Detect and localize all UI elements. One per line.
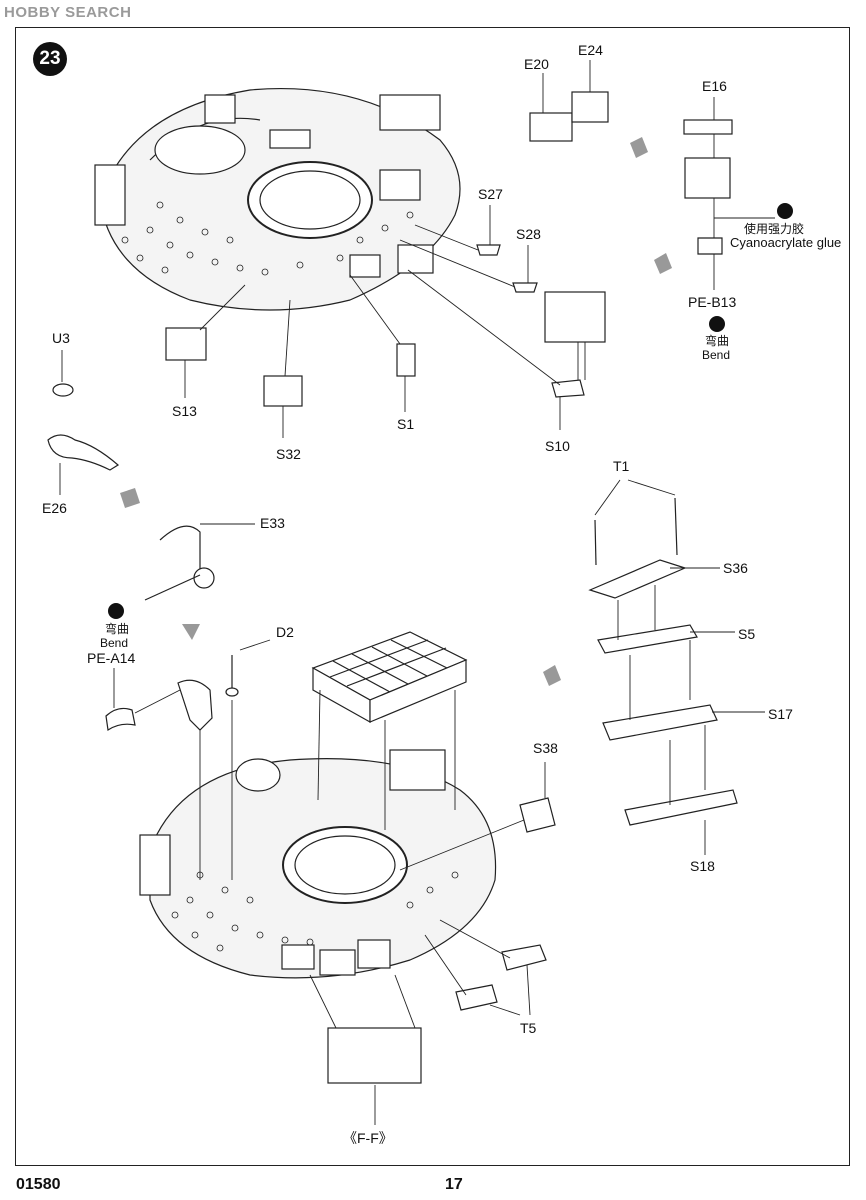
lower-leader-lines xyxy=(113,479,765,1125)
part-label-u3: U3 xyxy=(52,330,70,346)
upper-leader-lines xyxy=(59,60,775,495)
part-label-s17: S17 xyxy=(768,706,793,722)
part-label-t1: T1 xyxy=(613,458,630,474)
bend-icon xyxy=(108,603,124,619)
part-label-pe-a14: PE-A14 xyxy=(87,650,136,666)
bend-note-cn: 弯曲 xyxy=(705,334,730,348)
page-number: 17 xyxy=(445,1176,463,1193)
product-code: 01580 xyxy=(16,1176,61,1193)
part-label-s10: S10 xyxy=(545,438,570,454)
part-label-e26: E26 xyxy=(42,500,67,516)
bend-note-cn-lower: 弯曲 xyxy=(105,622,130,636)
watermark: HOBBY SEARCH xyxy=(4,4,132,21)
part-label-pe-b13: PE-B13 xyxy=(688,294,737,310)
part-label-s38: S38 xyxy=(533,740,558,756)
part-label-t5: T5 xyxy=(520,1020,537,1036)
part-label-f-f: 《F-F》 xyxy=(343,1130,393,1146)
upper-turret-illustration xyxy=(94,87,461,311)
glue-note-cn: 使用强力胶 xyxy=(744,222,805,236)
page-frame xyxy=(15,27,850,1166)
bend-note-en: Bend xyxy=(702,348,731,362)
part-label-s1: S1 xyxy=(397,416,415,432)
part-label-s27: S27 xyxy=(478,186,503,202)
part-label-e20: E20 xyxy=(524,56,549,72)
step-number-badge: 23 xyxy=(33,42,67,76)
part-label-s28: S28 xyxy=(516,226,541,242)
glue-note-en: Cyanoacrylate glue xyxy=(730,235,842,250)
part-label-s18: S18 xyxy=(690,858,715,874)
lower-turret-illustration xyxy=(139,749,497,979)
bend-note-en-lower: Bend xyxy=(100,636,129,650)
part-label-s36: S36 xyxy=(723,560,748,576)
direction-arrows xyxy=(120,137,672,686)
part-label-e16: E16 xyxy=(702,78,727,94)
part-label-e24: E24 xyxy=(578,42,603,58)
part-label-s13: S13 xyxy=(172,403,197,419)
bend-icon xyxy=(709,316,725,332)
part-label-e33: E33 xyxy=(260,515,285,531)
part-label-d2: D2 xyxy=(276,624,294,640)
glue-drop-icon xyxy=(777,203,793,219)
upper-parts-illustration xyxy=(47,91,733,471)
lower-parts-illustration xyxy=(105,497,738,1084)
stowage-grid xyxy=(311,631,468,724)
part-label-s32: S32 xyxy=(276,446,301,462)
part-label-s5: S5 xyxy=(738,626,756,642)
